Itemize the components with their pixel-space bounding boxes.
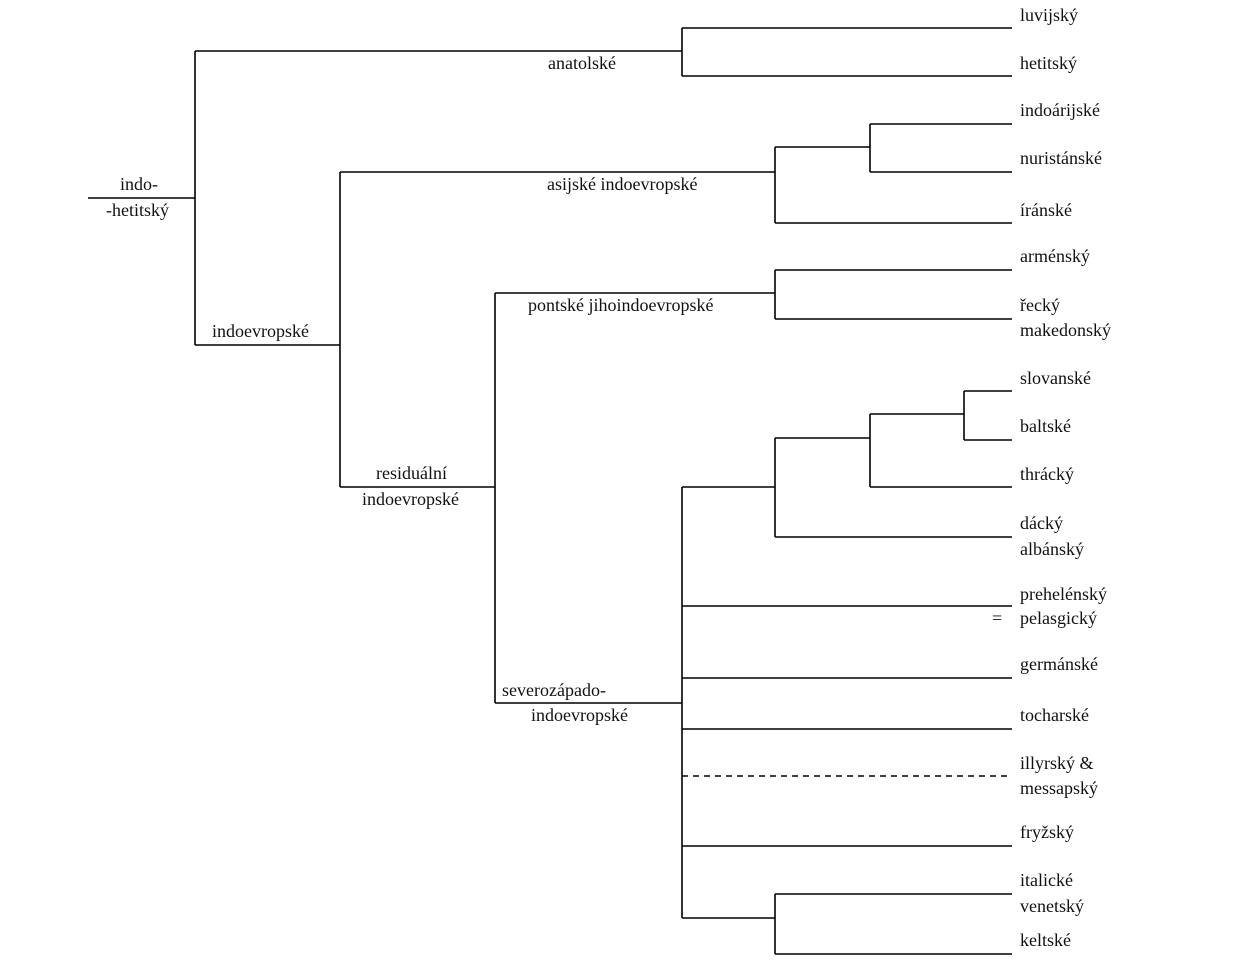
leaf-label-hittite: hetitský — [1020, 53, 1077, 73]
node-label-anatolian: anatolské — [548, 53, 616, 73]
leaf-label-baltic: baltské — [1020, 416, 1071, 436]
leaf-label-iranian: íránské — [1020, 200, 1072, 220]
leaf-label-indoaryan: indoárijské — [1020, 100, 1100, 120]
node-label-root-line1: indo- — [120, 174, 158, 194]
node-label-indoeuropean: indoevropské — [212, 321, 309, 341]
leaf-label-pregreek-line1: prehelénský — [1020, 584, 1107, 604]
leaf-labels: luvijský hetitský indoárijské nuristánsk… — [992, 5, 1111, 950]
leaf-label-pregreek-line2: pelasgický — [1020, 608, 1097, 628]
leaf-label-dacian-line2: albánský — [1020, 539, 1084, 559]
leaf-label-italic-line1: italické — [1020, 870, 1073, 890]
node-label-root-line2: -hetitský — [106, 200, 169, 220]
node-label-northwest-line1: severozápado- — [502, 680, 606, 700]
leaf-label-thracian: thrácký — [1020, 464, 1074, 484]
leaf-label-celtic: keltské — [1020, 930, 1071, 950]
tree-edges — [88, 27, 1012, 955]
leaf-label-illyrian-line1: illyrský & — [1020, 753, 1094, 773]
leaf-label-nuristani: nuristánské — [1020, 148, 1102, 168]
node-label-pontic: pontské jihoindoevropské — [528, 295, 713, 315]
leaf-label-illyrian-line2: messapský — [1020, 778, 1098, 798]
node-label-northwest-line2: indoevropské — [531, 705, 628, 725]
leaf-label-tocharian: tocharské — [1020, 705, 1089, 725]
leaf-label-italic-line2: venetský — [1020, 896, 1084, 916]
leaf-label-phrygian: fryžský — [1020, 822, 1074, 842]
leaf-label-armenian: arménský — [1020, 246, 1090, 266]
node-labels: indo- -hetitský anatolské indoevropské a… — [106, 53, 713, 725]
leaf-label-pregreek-equals: = — [992, 608, 1002, 628]
leaf-label-slavic: slovanské — [1020, 368, 1091, 388]
node-label-asian: asijské indoevropské — [547, 174, 697, 194]
leaf-label-luvian: luvijský — [1020, 5, 1078, 25]
leaf-label-germanic: germánské — [1020, 654, 1098, 674]
leaf-label-greek-line2: makedonský — [1020, 320, 1111, 340]
node-label-residual-line1: residuální — [376, 463, 447, 483]
leaf-label-greek-line1: řecký — [1020, 295, 1060, 315]
node-label-residual-line2: indoevropské — [362, 489, 459, 509]
leaf-label-dacian-line1: dácký — [1020, 513, 1063, 533]
